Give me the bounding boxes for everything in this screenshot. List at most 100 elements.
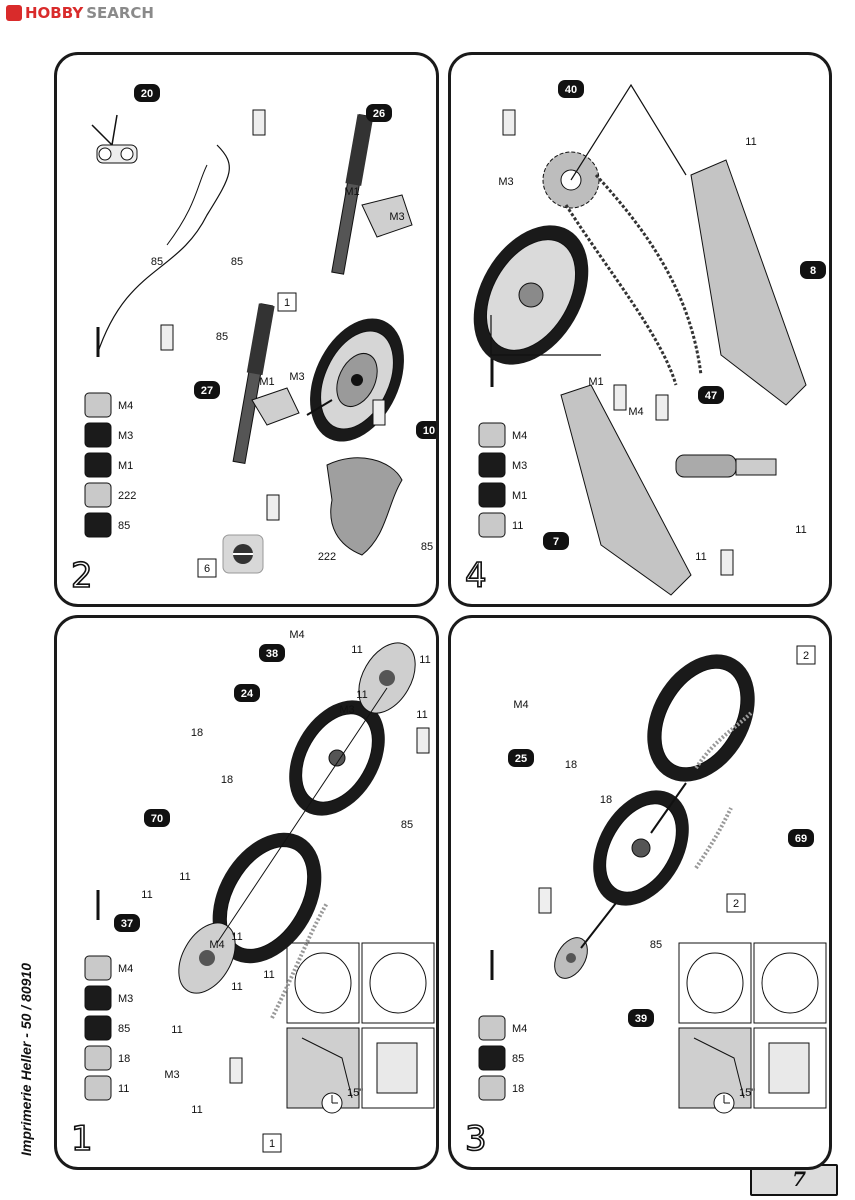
part-number: 7 <box>553 536 559 548</box>
part-callout <box>144 809 170 827</box>
part-label: 11 <box>416 709 427 721</box>
decal-number-box <box>277 292 297 312</box>
decal-number: 6 <box>204 563 210 575</box>
paint-can-icon <box>478 1015 506 1041</box>
hub-39 <box>554 937 588 979</box>
decal-strip <box>694 711 753 770</box>
glue-icon <box>266 494 280 521</box>
watermark-brand-red: HOBBY <box>25 4 84 22</box>
paint-code: M3 <box>512 460 527 472</box>
paint-code: M1 <box>512 490 527 502</box>
part-number: 70 <box>151 813 163 825</box>
decal-box-6 <box>222 534 264 574</box>
part-label: 11 <box>356 689 367 701</box>
part-label: 18 <box>600 794 612 806</box>
part-callout <box>259 644 285 662</box>
part-label: 85 <box>216 331 228 343</box>
part-number: 20 <box>141 88 153 100</box>
paint-can-icon <box>84 512 112 538</box>
step-1-number: 1 <box>70 1118 93 1160</box>
decal-strip <box>694 807 733 870</box>
part-callout <box>508 749 534 767</box>
part-label: M1 <box>259 376 274 388</box>
part-label: 85 <box>151 256 163 268</box>
part-number: 38 <box>266 648 278 660</box>
part-label: M4 <box>628 406 643 418</box>
part-label: M3 <box>289 371 304 383</box>
part-callout <box>558 80 584 98</box>
part-label: 18 <box>565 759 577 771</box>
part-number: 25 <box>515 753 527 765</box>
timer-label: 15" <box>347 1087 363 1099</box>
glue-icon <box>252 109 266 136</box>
paint-can-icon <box>478 482 506 508</box>
part-label: M3 <box>164 1069 179 1081</box>
front-wheel <box>310 318 404 442</box>
watermark-brand-gray: SEARCH <box>86 4 154 22</box>
paint-can-icon <box>478 452 506 478</box>
part-label: 11 <box>745 136 756 148</box>
boxes-step-2: 61 <box>197 292 297 578</box>
paint-code: 18 <box>512 1083 524 1095</box>
svg-text:1: 1 <box>71 1119 93 1159</box>
glue-icon <box>416 727 430 754</box>
part-label: 11 <box>171 1024 182 1036</box>
part-label: M4 <box>289 629 304 641</box>
part-label: 11 <box>141 889 152 901</box>
mudguard-10 <box>326 457 403 556</box>
part-label: 11 <box>179 871 190 883</box>
part-label: 11 <box>795 524 806 536</box>
part-label: M1 <box>588 376 603 388</box>
part-number: 47 <box>705 390 717 402</box>
part-label: 11 <box>351 644 362 656</box>
triple-clamp-20 <box>91 114 138 164</box>
svg-text:4: 4 <box>465 556 487 596</box>
assembly-line <box>570 83 687 181</box>
assembly-arrow <box>490 315 601 356</box>
hobbysearch-logo-icon <box>6 5 22 21</box>
part-number: 27 <box>201 385 213 397</box>
part-label: 11 <box>263 969 274 981</box>
brake-disc-38 <box>358 642 416 714</box>
part-callout <box>416 421 436 439</box>
paint-code: 222 <box>118 490 136 502</box>
glue-icon <box>613 384 627 411</box>
glue-icon <box>229 1057 243 1084</box>
svg-text:3: 3 <box>465 1119 487 1159</box>
glue-icon <box>720 549 734 576</box>
decal-strip <box>270 902 329 1019</box>
paint-can-icon <box>478 1045 506 1071</box>
assembly-arrow <box>580 782 687 949</box>
paint-code: 85 <box>118 1023 130 1035</box>
part-number: 39 <box>635 1013 647 1025</box>
paint-code: M4 <box>118 400 133 412</box>
decal-number-box <box>796 645 816 665</box>
decal-number: 2 <box>803 650 809 662</box>
part-label: 11 <box>231 981 242 993</box>
paint-can-icon <box>84 1075 112 1101</box>
part-number: 24 <box>241 688 254 700</box>
cable <box>96 144 230 356</box>
part-label: 11 <box>419 654 430 666</box>
part-callout <box>628 1009 654 1027</box>
part-label: 85 <box>231 256 243 268</box>
decal-number: 1 <box>284 297 290 309</box>
fork-tube-85 <box>331 113 374 275</box>
part-label: 11 <box>695 551 706 563</box>
paint-code: M3 <box>118 430 133 442</box>
paint-code: 85 <box>118 520 130 532</box>
decal-number: 1 <box>269 1138 275 1150</box>
